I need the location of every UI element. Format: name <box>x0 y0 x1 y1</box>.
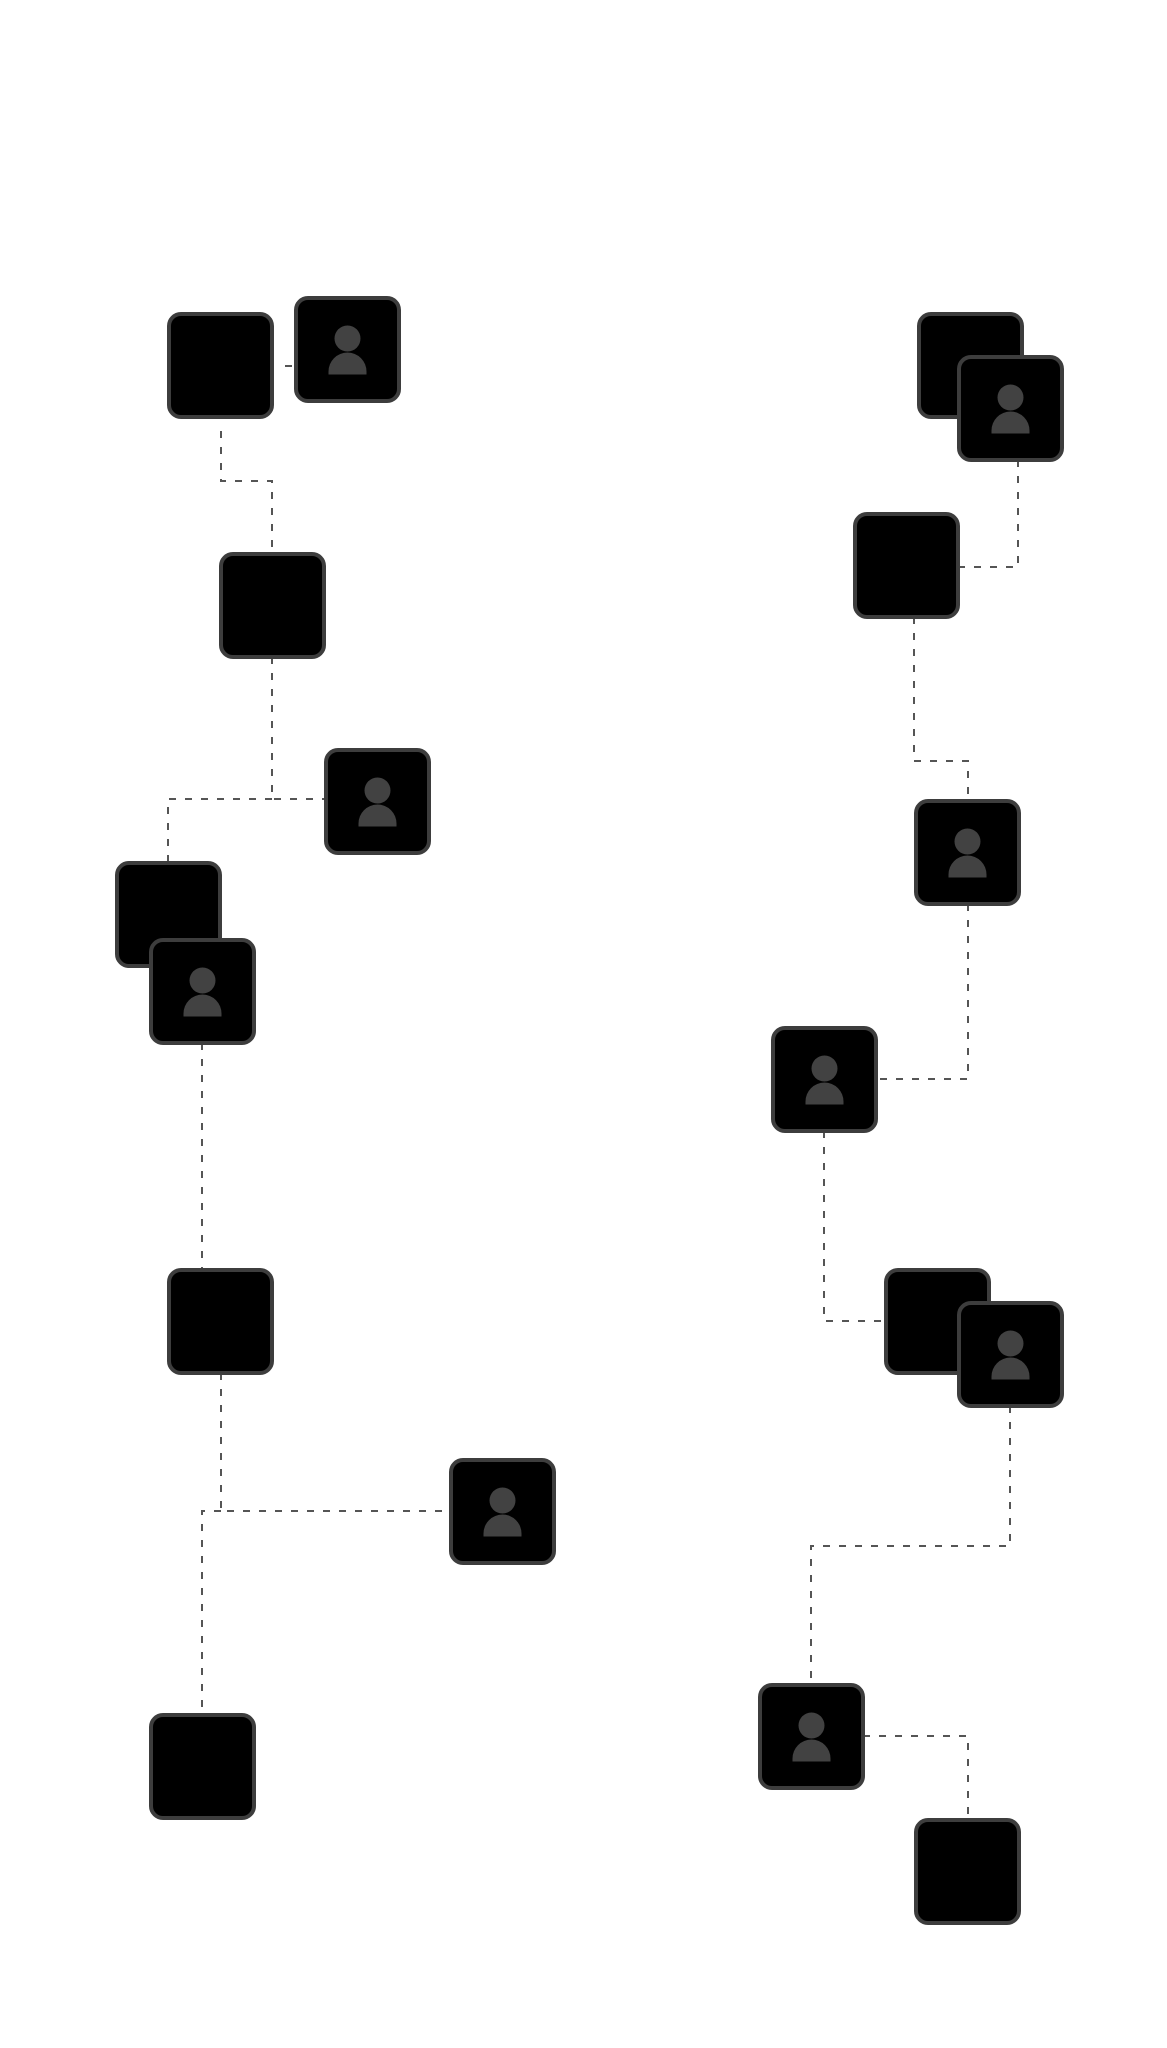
avatar-head <box>798 1712 825 1739</box>
connector-line <box>958 460 1019 568</box>
connector-line <box>220 431 273 554</box>
node-box <box>149 1713 256 1820</box>
nodes-layer <box>115 296 1064 1925</box>
avatar-body <box>792 1739 831 1762</box>
avatar-head <box>334 325 361 352</box>
blank-node[interactable] <box>853 512 960 619</box>
user-avatar-icon <box>948 828 987 878</box>
blank-node[interactable] <box>149 1713 256 1820</box>
person-node[interactable] <box>957 355 1064 462</box>
user-avatar-icon <box>358 777 397 827</box>
node-box <box>219 552 326 659</box>
avatar-body <box>991 1357 1030 1380</box>
user-avatar-icon <box>991 384 1030 434</box>
user-avatar-icon <box>483 1487 522 1537</box>
avatar-body <box>328 352 367 375</box>
avatar-head <box>489 1487 516 1514</box>
person-node[interactable] <box>914 799 1021 906</box>
blank-node[interactable] <box>167 312 274 419</box>
node-box <box>853 512 960 619</box>
blank-node[interactable] <box>167 1268 274 1375</box>
avatar-body <box>183 994 222 1017</box>
avatar-body <box>948 855 987 878</box>
user-avatar-icon <box>991 1330 1030 1380</box>
person-node[interactable] <box>149 938 256 1045</box>
avatar-body <box>805 1082 844 1105</box>
connector-line <box>810 1406 1011 1685</box>
user-avatar-icon <box>183 967 222 1017</box>
connector-line <box>823 1131 886 1322</box>
avatar-body <box>358 804 397 827</box>
person-node[interactable] <box>957 1301 1064 1408</box>
avatar-head <box>997 384 1024 411</box>
node-box <box>167 312 274 419</box>
avatar-body <box>991 411 1030 434</box>
person-node[interactable] <box>324 748 431 855</box>
connector-line <box>201 1510 221 1715</box>
node-box <box>914 1818 1021 1925</box>
user-avatar-icon <box>328 325 367 375</box>
avatar-head <box>364 777 391 804</box>
user-avatar-icon <box>792 1712 831 1762</box>
avatar-head <box>189 967 216 994</box>
user-avatar-icon <box>805 1055 844 1105</box>
avatar-head <box>997 1330 1024 1357</box>
connectors-layer <box>167 365 1019 1820</box>
avatar-head <box>954 828 981 855</box>
node-box <box>167 1268 274 1375</box>
connector-line <box>271 657 326 800</box>
blank-node[interactable] <box>219 552 326 659</box>
person-node[interactable] <box>771 1026 878 1133</box>
connector-line <box>913 617 969 801</box>
blank-node[interactable] <box>914 1818 1021 1925</box>
connector-line <box>863 1735 969 1820</box>
avatar-body <box>483 1514 522 1537</box>
avatar-head <box>811 1055 838 1082</box>
connector-line <box>220 1373 451 1512</box>
connector-line <box>167 798 272 863</box>
person-node[interactable] <box>449 1458 556 1565</box>
person-node[interactable] <box>758 1683 865 1790</box>
person-node[interactable] <box>294 296 401 403</box>
connector-line <box>876 904 969 1080</box>
